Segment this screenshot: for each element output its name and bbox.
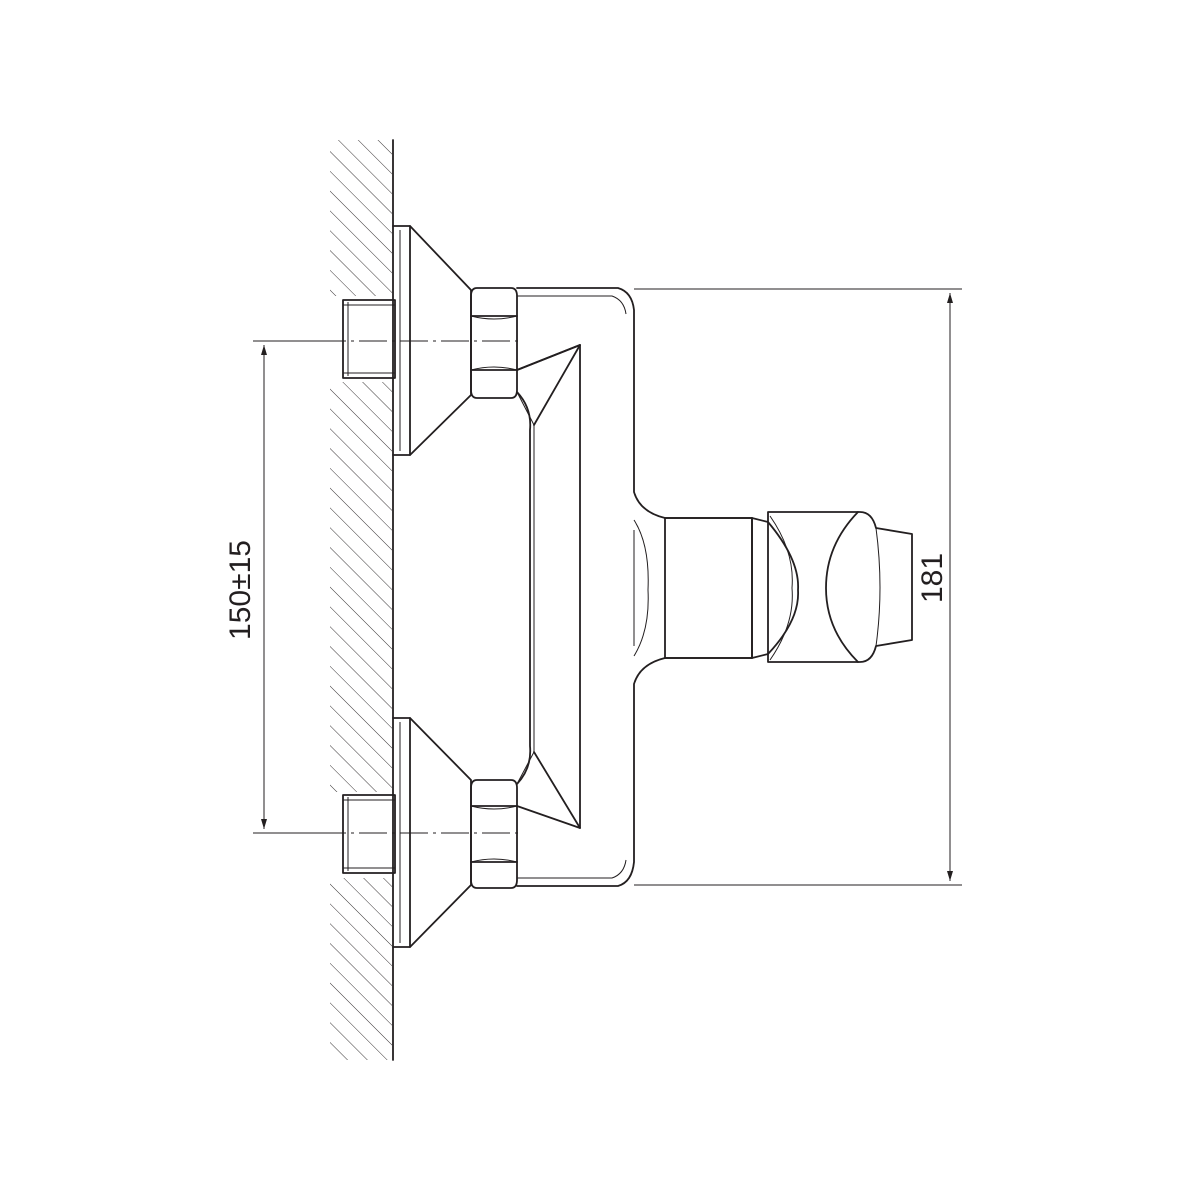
upper-hex-nut (470, 287, 518, 399)
lower-escutcheon (392, 717, 472, 948)
lower-hex-nut (470, 779, 518, 889)
upper-inlet-pipe (342, 299, 396, 379)
handle-assembly (664, 511, 913, 663)
valve-body (516, 287, 753, 887)
dimension-body-height: 181 (634, 288, 962, 886)
inlet-spacing-label: 150±15 (224, 540, 257, 640)
dimension-inlet-spacing: 150±15 (224, 340, 318, 834)
lower-inlet-pipe (342, 794, 396, 874)
wall (330, 139, 394, 1061)
body-height-label: 181 (916, 553, 949, 603)
upper-escutcheon (392, 225, 472, 456)
center-lines (318, 340, 520, 834)
